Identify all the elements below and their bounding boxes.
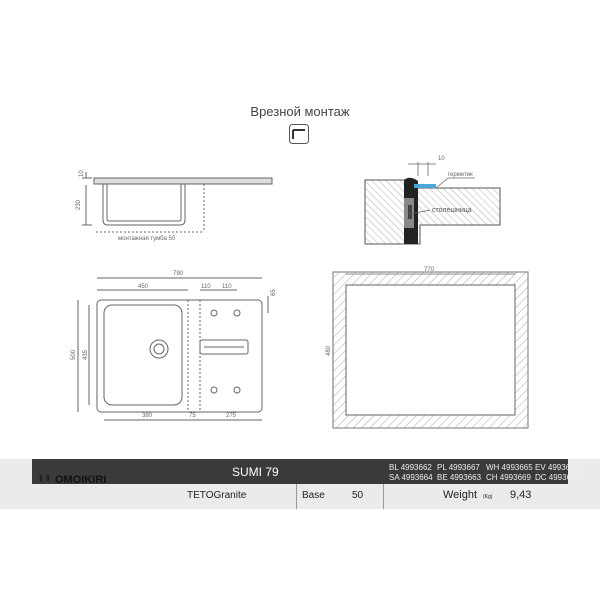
code-be: BE 4993663 <box>437 473 482 482</box>
cabinet-label: монтажная тумба 50 <box>118 236 176 242</box>
dim-110b: 110 <box>222 284 232 290</box>
base-label: Base <box>302 490 325 501</box>
dim-detail-10: 10 <box>438 156 445 162</box>
technical-drawing: 10 230 монтажная тумба 50 10 герметик ст… <box>71 156 529 429</box>
code-wh: WH 4993665 <box>486 463 533 472</box>
dim-380: 380 <box>142 413 153 419</box>
dim-110a: 110 <box>201 284 211 290</box>
top-view <box>77 277 269 421</box>
code-ev: EV 4993668 <box>535 463 580 472</box>
dim-770: 770 <box>424 267 435 273</box>
base-value: 50 <box>352 490 364 501</box>
dim-65: 65 <box>271 289 277 296</box>
cutout-view <box>332 271 529 429</box>
code-pl: PL 4993667 <box>437 463 480 472</box>
drops-icon <box>39 474 50 482</box>
material-label: TETOGranite <box>187 490 247 501</box>
spec-footer: OMOIKIRI SUMI 79 BL 4993662 PL 4993667 W… <box>0 459 600 509</box>
code-dc: DC 4993666 <box>535 473 580 482</box>
code-ch: CH 4993669 <box>486 473 531 482</box>
dim-790: 790 <box>173 271 184 277</box>
dim-275: 275 <box>226 413 237 419</box>
countertop-label: столешница <box>432 207 472 214</box>
flush-mount-icon <box>289 124 309 149</box>
dim-500: 500 <box>71 349 77 360</box>
sealant-label: герметик <box>448 172 473 178</box>
dim-450: 450 <box>138 284 149 290</box>
model-name: SUMI 79 <box>232 465 279 479</box>
side-view <box>82 172 273 233</box>
page-title: Врезной монтаж <box>250 104 350 119</box>
weight-label: Weight <box>443 489 478 501</box>
dim-480: 480 <box>326 345 332 356</box>
code-sa: SA 4993664 <box>389 473 433 482</box>
code-bl: BL 4993662 <box>389 463 432 472</box>
dim-435: 435 <box>83 349 89 360</box>
weight-unit: (Kg) <box>483 494 493 500</box>
brand-logo <box>36 471 54 494</box>
dim-75: 75 <box>189 413 196 419</box>
footer-dark-band <box>32 459 568 484</box>
brand-name: OMOIKIRI <box>55 474 107 486</box>
footer-light-band <box>32 484 568 509</box>
weight-value: 9,43 <box>510 489 532 501</box>
dim-side-10: 10 <box>79 170 85 177</box>
detail-view <box>364 162 501 245</box>
dim-side-230: 230 <box>76 199 82 210</box>
